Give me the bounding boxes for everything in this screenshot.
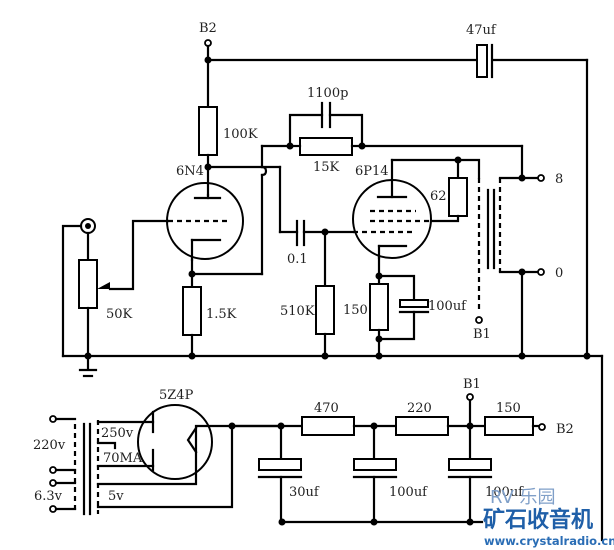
res-62-label: 62 [430, 189, 447, 204]
fil-6-3v-label: 6.3v [34, 489, 63, 504]
sec-70ma-label: 70MA [103, 451, 143, 466]
resistor-100k: 100K [198, 106, 258, 156]
capacitor-0-1: 0.1 [287, 219, 308, 267]
wire [377, 274, 416, 302]
res-1-5k-label: 1.5K [206, 307, 237, 322]
cap-0-1-label: 0.1 [287, 252, 308, 267]
junction-dot [466, 518, 474, 526]
capacitor-1100p: 1100p [307, 86, 348, 129]
wire-crossover-hop [260, 165, 268, 177]
mains-220v-label: 220v [33, 438, 66, 453]
resistor-1-5k: 1.5K [182, 286, 237, 336]
junction-dot [278, 518, 286, 526]
tube-6n4: 6N4 [166, 164, 244, 262]
res-150-psu-label: 150 [496, 401, 521, 416]
cap-100uf-2-label: 100uf [485, 485, 524, 500]
resistor-62: 62 [430, 177, 468, 217]
junction-dot [370, 518, 378, 526]
wire [377, 310, 416, 341]
res-470-label: 470 [314, 401, 339, 416]
cap-47uf-label: 47uf [466, 23, 497, 38]
wire [328, 113, 364, 148]
ground-icon [78, 368, 98, 378]
capacitor-47uf: 47uf [466, 23, 497, 79]
fil-5v-label: 5v [108, 489, 124, 504]
wire [108, 219, 170, 291]
capacitor-30uf: 30uf [257, 424, 320, 524]
tube-5z4p: 5Z4P [137, 388, 213, 480]
sec-250v-label: 250v [101, 426, 134, 441]
resistor-150-cathode: 150 [343, 283, 389, 331]
junction-dot [204, 56, 212, 64]
center-tap-wire [96, 441, 117, 450]
res-220-label: 220 [407, 401, 432, 416]
output-8-terminal [537, 174, 545, 182]
wire [288, 113, 324, 148]
tube-6p14-label: 6P14 [355, 164, 389, 179]
resistor-510k: 510K [280, 285, 335, 335]
junction-dot [583, 352, 591, 360]
pot-50k-label: 50K [106, 307, 133, 322]
res-150-cathode-label: 150 [343, 303, 368, 318]
cap-30uf-label: 30uf [289, 485, 320, 500]
resistor-220: 220 [395, 401, 449, 436]
watermark: RV 乐园 矿石收音机 www.crystalradio.cn [483, 487, 614, 548]
resistor-15k: 15K [299, 137, 353, 175]
input-jack [80, 218, 96, 234]
wire [390, 158, 481, 180]
wiper-arrow-icon [97, 282, 110, 289]
watermark-name: 矿石收音机 [483, 507, 593, 533]
res-510k-label: 510K [280, 304, 315, 319]
wire [96, 424, 234, 509]
b2-psu-terminal [538, 423, 546, 431]
cap-100uf-cathode-label: 100uf [428, 299, 467, 314]
wire [61, 224, 83, 358]
capacitor-100uf-cathode: 100uf [398, 299, 467, 314]
junction-dot [188, 352, 196, 360]
b1-psu-label: B1 [463, 377, 481, 392]
junction-dot [518, 174, 526, 182]
tube-5z4p-label: 5Z4P [159, 388, 194, 403]
capacitor-100uf-filter-2: 100uf [447, 424, 524, 524]
output-transformer [477, 178, 502, 312]
potentiometer-50k: 50K [78, 259, 133, 322]
capacitor-100uf-filter-1: 100uf [352, 424, 428, 524]
b1-amp-terminal [475, 316, 483, 324]
res-100k-label: 100K [223, 127, 258, 142]
tube-6p14: 6P14 [352, 158, 432, 260]
b1-psu-terminal [466, 393, 474, 401]
tube-6n4-label: 6N4 [176, 164, 204, 179]
wire [96, 426, 198, 486]
cap-100uf-1-label: 100uf [389, 485, 428, 500]
b2-top-label: B2 [199, 21, 217, 36]
resistor-150-psu: 150 [484, 401, 534, 436]
b2-top-terminal: B2 [199, 21, 217, 47]
b1-amp-label: B1 [473, 327, 491, 342]
b2-psu-label: B2 [556, 422, 574, 437]
wire [429, 214, 460, 223]
out-8-label: 8 [555, 172, 563, 187]
output-0-terminal [537, 268, 545, 276]
watermark-url: www.crystalradio.cn [484, 534, 614, 548]
resistor-470: 470 [301, 401, 355, 436]
out-0-label: 0 [555, 266, 563, 281]
res-15k-label: 15K [313, 160, 340, 175]
cap-1100p-label: 1100p [307, 86, 348, 101]
junction-dot [84, 352, 92, 360]
watermark-logo: RV 乐园 [490, 487, 556, 508]
